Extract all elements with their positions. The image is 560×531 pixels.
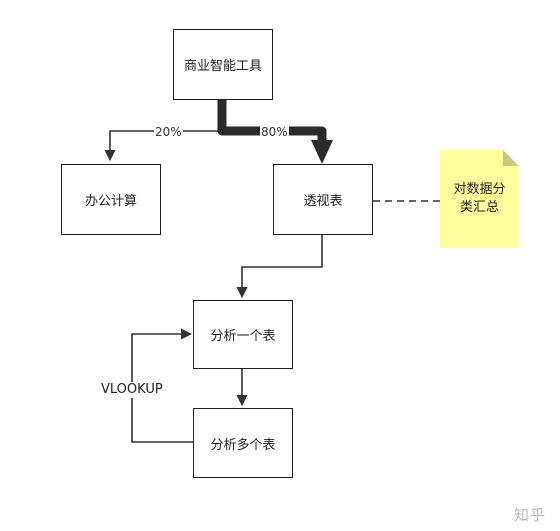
note-fold [503, 150, 519, 166]
watermark-logo: 知乎 [513, 506, 546, 524]
node-analyze-one-label: 分析一个表 [210, 329, 276, 344]
edge-pivot-to-analyze-one [236, 235, 323, 299]
node-office-calc-label: 办公计算 [84, 194, 137, 209]
node-analyze-many[interactable]: 分析多个表 [193, 408, 293, 478]
node-analyze-many-label: 分析多个表 [210, 437, 276, 453]
note-label: 对数据分类汇总 [453, 182, 506, 215]
node-analyze-one[interactable]: 分析一个表 [193, 300, 293, 369]
note-shape [440, 150, 519, 248]
node-pivot-table-label: 透视表 [303, 194, 343, 209]
edge-label-vlookup: VLOOKUP [101, 382, 163, 398]
node-bi-tools-label: 商业智能工具 [183, 59, 262, 74]
edge-bi-to-pivot-arrowhead [311, 140, 333, 164]
node-pivot-table[interactable]: 透视表 [273, 164, 373, 235]
edge-label-80: 80% [260, 125, 289, 139]
node-office-calc[interactable]: 办公计算 [61, 164, 161, 235]
node-bi-tools[interactable]: 商业智能工具 [173, 29, 273, 100]
edge-label-20: 20% [154, 125, 183, 139]
